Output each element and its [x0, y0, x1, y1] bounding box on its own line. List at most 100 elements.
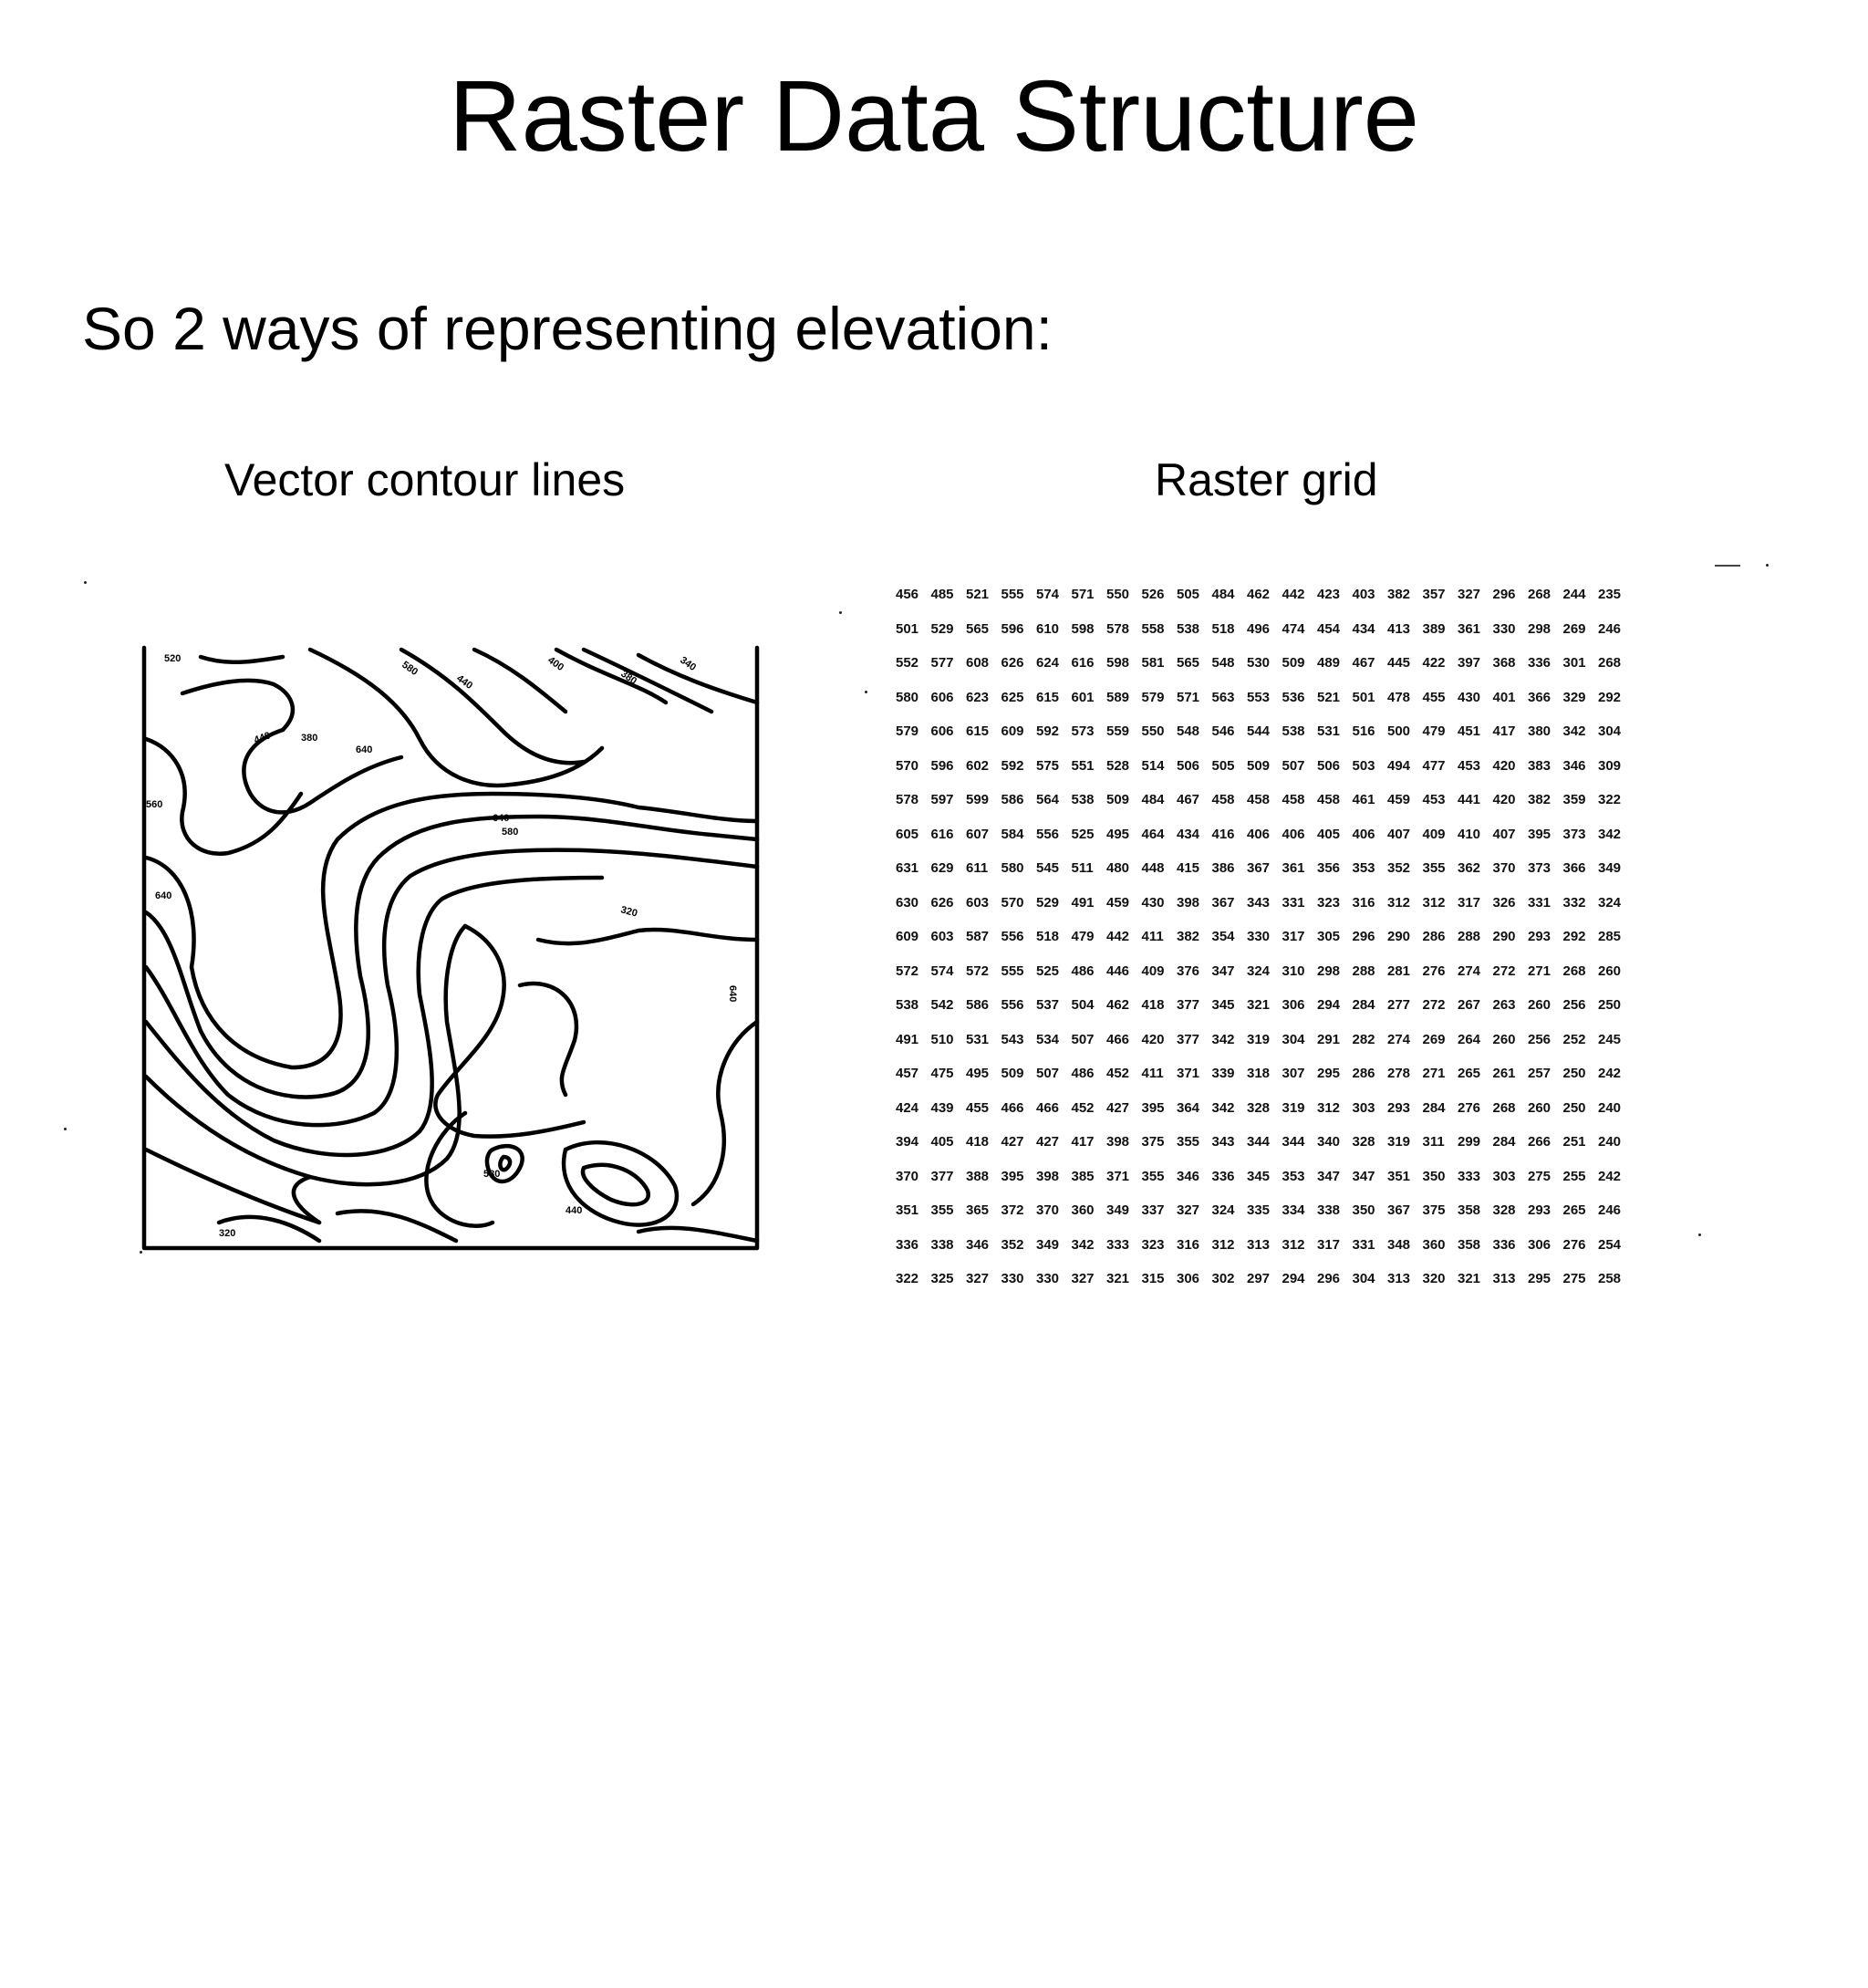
- grid-cell: 446: [1106, 963, 1130, 979]
- grid-cell: 357: [1422, 587, 1446, 602]
- grid-cell: 313: [1247, 1236, 1271, 1253]
- grid-cell: 467: [1177, 792, 1200, 807]
- grid-cell: 288: [1458, 929, 1481, 944]
- grid-cell: 346: [1562, 757, 1586, 774]
- grid-cell: 317: [1317, 1236, 1341, 1253]
- grid-cell: 299: [1458, 1134, 1481, 1150]
- grid-cell: 507: [1071, 1031, 1095, 1047]
- grid-cell: 542: [930, 997, 954, 1013]
- grid-cell: 296: [1492, 587, 1516, 602]
- contour-label: 560: [146, 799, 162, 810]
- grid-cell: 417: [1492, 723, 1516, 739]
- grid-cell: 355: [1141, 1168, 1165, 1184]
- grid-cell: 606: [930, 689, 954, 705]
- grid-cell: 255: [1562, 1168, 1586, 1184]
- grid-cell: 544: [1247, 723, 1271, 739]
- grid-cell: 398: [1036, 1168, 1060, 1184]
- grid-cell: 327: [1458, 587, 1481, 602]
- contour-label: 320: [619, 904, 638, 919]
- contour-label: 640: [356, 744, 372, 755]
- grid-cell: 286: [1422, 929, 1446, 944]
- grid-cell: 505: [1177, 587, 1200, 602]
- contour-label: 580: [502, 827, 518, 838]
- grid-cell: 536: [1282, 689, 1305, 705]
- grid-cell: 546: [1211, 723, 1235, 739]
- contour-line: [307, 647, 605, 788]
- grid-cell: 430: [1458, 689, 1481, 705]
- grid-cell: 242: [1598, 1168, 1622, 1184]
- grid-cell: 268: [1492, 1099, 1516, 1116]
- grid-cell: 261: [1492, 1066, 1516, 1081]
- grid-cell: 548: [1211, 655, 1235, 671]
- grid-cell: 495: [966, 1066, 990, 1081]
- grid-cell: 579: [1141, 689, 1165, 705]
- grid-cell: 455: [1422, 689, 1446, 705]
- grid-cell: 507: [1036, 1066, 1060, 1081]
- grid-cell: 504: [1071, 997, 1095, 1013]
- grid-cell: 395: [1141, 1099, 1165, 1116]
- grid-cell: 306: [1177, 1271, 1200, 1286]
- grid-cell: 477: [1422, 757, 1446, 774]
- grid-cell: 285: [1598, 929, 1622, 944]
- grid-cell: 313: [1387, 1271, 1411, 1286]
- grid-cell: 458: [1317, 792, 1341, 807]
- grid-cell: 323: [1317, 894, 1341, 911]
- grid-cell: 252: [1562, 1031, 1586, 1047]
- grid-cell: 596: [930, 757, 954, 774]
- grid-cell: 529: [930, 620, 954, 637]
- grid-cell: 485: [930, 587, 954, 602]
- contour-label: 380: [301, 733, 317, 744]
- grid-cell: 281: [1387, 963, 1411, 979]
- grid-cell: 296: [1352, 929, 1375, 944]
- grid-cell: 340: [1317, 1134, 1341, 1150]
- grid-cell: 609: [896, 929, 919, 944]
- grid-cell: 316: [1177, 1236, 1200, 1253]
- grid-cell: 430: [1141, 894, 1165, 911]
- grid-cell: 500: [1387, 723, 1411, 739]
- grid-cell: 292: [1562, 929, 1586, 944]
- grid-cell: 382: [1528, 792, 1551, 807]
- grid-cell: 368: [1492, 655, 1516, 671]
- grid-cell: 240: [1598, 1099, 1622, 1116]
- grid-cell: 342: [1598, 826, 1622, 842]
- contour-line: [143, 1147, 322, 1225]
- grid-cell: 362: [1458, 860, 1481, 876]
- grid-cell: 284: [1422, 1099, 1446, 1116]
- grid-cell: 298: [1317, 963, 1341, 979]
- contour-line: [472, 647, 568, 714]
- grid-cell: 441: [1458, 792, 1481, 807]
- contour-line: [180, 678, 404, 815]
- contour-label: 640: [155, 890, 171, 901]
- grid-cell: 418: [1141, 997, 1165, 1013]
- grid-cell: 466: [1001, 1099, 1024, 1116]
- grid-cell: 459: [1106, 894, 1130, 911]
- contour-line: [424, 1110, 495, 1228]
- grid-cell: 295: [1317, 1066, 1341, 1081]
- grid-cell: 298: [1528, 620, 1551, 637]
- grid-cell: 338: [1317, 1202, 1341, 1218]
- grid-cell: 268: [1528, 587, 1551, 602]
- grid-cell: 459: [1387, 792, 1411, 807]
- grid-cell: 352: [1001, 1236, 1024, 1253]
- grid-cell: 495: [1106, 826, 1130, 842]
- grid-cell: 264: [1458, 1031, 1481, 1047]
- grid-cell: 537: [1036, 997, 1060, 1013]
- contour-label: 640: [727, 985, 738, 1002]
- grid-cell: 478: [1387, 689, 1411, 705]
- grid-cell: 602: [966, 757, 990, 774]
- grid-cell: 424: [896, 1099, 919, 1116]
- grid-cell: 553: [1247, 689, 1271, 705]
- grid-cell: 380: [1528, 723, 1551, 739]
- grid-cell: 466: [1106, 1031, 1130, 1047]
- grid-cell: 609: [1001, 723, 1024, 739]
- grid-cell: 496: [1247, 620, 1271, 637]
- grid-cell: 501: [896, 620, 919, 637]
- contour-line: [433, 923, 586, 1139]
- grid-cell: 334: [1282, 1202, 1305, 1218]
- speck: [1715, 565, 1740, 567]
- grid-cell: 556: [1001, 997, 1024, 1013]
- grid-cell: 342: [1211, 1099, 1235, 1116]
- grid-cell: 319: [1387, 1134, 1411, 1150]
- grid-cell: 581: [1141, 655, 1165, 671]
- grid-cell: 304: [1352, 1271, 1375, 1286]
